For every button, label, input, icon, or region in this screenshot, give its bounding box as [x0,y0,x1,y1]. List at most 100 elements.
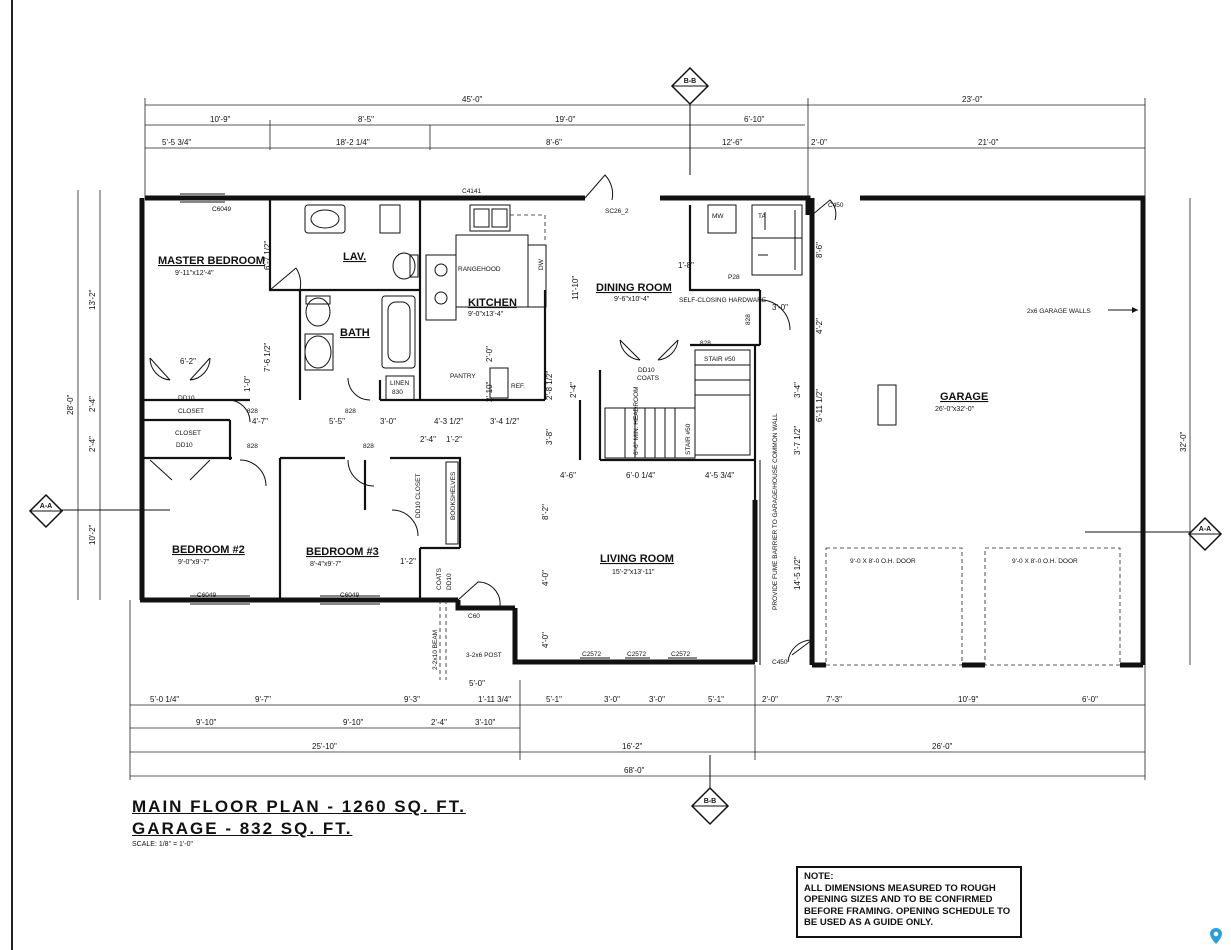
section-label-aa-right: A-A [1199,526,1211,533]
dim-bottom-3c: 26'-0" [932,742,953,751]
window-label-garage-bottom: C450 [772,659,788,666]
room-size-kitchen: 9'-0"x13'-4" [468,311,504,318]
door-label-e: 828 [700,340,711,347]
window-label-kitchen: C4141 [462,188,482,195]
bookshelves-label: BOOKSHELVES [450,471,457,520]
room-name-master: MASTER BEDROOM [158,255,265,267]
dim-left-overall: 28'-0" [66,394,75,415]
dim-inner-2: 7'-6 1/2" [263,343,272,372]
section-label-aa-left: A-A [40,503,52,510]
garage-title: GARAGE - 832 SQ. FT. [132,819,353,838]
dim-top-row2-e: 2'-0" [811,138,827,147]
rangehood-label: RANGEHOOD [458,266,501,273]
dim-left-top: 13'-2" [88,289,97,310]
dim-left-a: 2'-4" [88,396,97,412]
dim-left-b: 2'-4" [88,436,97,452]
pocket-door-label: P28 [728,274,740,281]
note-text: ALL DIMENSIONS MEASURED TO ROUGH OPENING… [804,882,1011,929]
note-heading: NOTE: [804,871,834,882]
dim-inner-6: 4'-7" [252,417,268,426]
dim-inner-10: 3'-4 1/2" [490,417,519,426]
linen-label: LINEN [390,380,409,387]
dim-bottom-3b: 16'-2" [622,742,643,751]
dim-right-a: 8'-6" [815,242,824,258]
note-box: NOTE: ALL DIMENSIONS MEASURED TO ROUGH O… [796,866,1022,938]
section-marker-bb-top: B-B [670,66,710,106]
room-name-living: LIVING ROOM [600,553,674,565]
title-block: MAIN FLOOR PLAN - 1260 SQ. FT. GARAGE - … [132,796,466,848]
dim-bottom-1g: 3'-0" [649,695,665,704]
room-size-living: 15'-2"x13'-11" [612,569,655,576]
dim-top-row2-f: 21'-0" [978,138,999,147]
section-label-bb-top: B-B [684,78,696,85]
dim-overall-garage: 23'-0" [962,95,983,104]
window-label-bed2: C6049 [197,592,217,599]
room-size-garage: 26'-0"x32'-0" [935,406,975,413]
dim-overall-house: 45'-0" [462,95,483,104]
door-type-bed2-closet: DD10 [176,442,193,449]
windows [180,193,697,659]
dim-bottom-1k: 10'-9" [958,695,979,704]
beam-label: 2-2x10 BEAM [432,630,439,670]
dim-bottom-1j: 7'-3" [826,695,842,704]
dim-inner-17: 8'-2" [541,504,550,520]
dim-bottom-2c: 2'-4" [431,718,447,727]
dim-inner-4: 2'-0" [485,346,494,362]
map-pin-icon[interactable] [1210,928,1222,944]
fire-barrier-label: PROVIDE FUME BARRIER TO GARAGE/HOUSE COM… [772,413,779,610]
dim-top-row1-b: 8'-5" [358,115,374,124]
dim-bottom-1d: 1'-11 3/4" [478,695,511,704]
dim-right-garage: 32'-0" [1179,431,1188,452]
window-label-master: C6049 [212,206,232,213]
section-lines [60,100,1190,790]
linen-door-label: 830 [392,389,403,396]
dimensions-top: 45'-0" 23'-0" 10'-9" 8'-5" 19'-0" 6'-10"… [162,95,999,147]
dim-inner-18: 4'-0" [541,570,550,586]
room-size-bed2: 9'-0"x9'-7" [178,559,210,566]
dim-left-bottom: 10'-2" [88,524,97,545]
dim-right-b: 4'-2" [815,318,824,334]
room-name-bed2: BEDROOM #2 [172,544,245,556]
dim-inner-9: 4'-3 1/2" [434,417,463,426]
dim-entry: 5'-0" [469,679,485,688]
dim-inner-12: 2'-4" [569,382,578,398]
room-labels: MASTER BEDROOM 9'-11"x12'-4" LAV. BATH K… [158,251,988,576]
overhead-door-label-2: 9'-0 X 8'-0 O.H. DOOR [1012,558,1078,565]
dim-inner-5: 1'-0" [243,376,252,392]
dim-bottom-1a: 5'-0 1/4" [150,695,179,704]
dim-bottom-1l: 6'-0" [1082,695,1098,704]
stairs [604,349,751,459]
dim-inner-25: 6'-2" [180,357,196,366]
room-size-dining: 9'-6"x10'-4" [614,296,650,303]
dimensions-interior: 6'-7 1/2" 7'-6 1/2" 11'-10" 2'-0" 1'-0" … [180,241,788,648]
dim-inner-13: 3'-8" [545,429,554,445]
dim-bottom-1f: 3'-0" [604,695,620,704]
room-name-lav: LAV. [343,251,366,263]
dim-bottom-2b: 9'-10" [343,718,364,727]
exterior-walls [139,195,1146,668]
dim-top-row1-c: 19'-0" [555,115,576,124]
dim-inner-26: 1'-2" [400,557,416,566]
door-label-b: 828 [345,408,356,415]
stair-label: STAIR #50 [704,356,736,363]
dim-right-c: 3'-4" [793,382,802,398]
room-size-master: 9'-11"x12'-4" [175,270,214,277]
door-swings [149,174,837,663]
dim-right-d: 6'-11 1/2" [815,389,824,422]
washer-label: MW [712,213,724,220]
window-label-living-b: C2572 [627,651,647,658]
dim-bottom-1i: 2'-0" [762,695,778,704]
dim-inner-16: 4'-5 3/4" [705,471,734,480]
room-name-kitchen: KITCHEN [468,297,517,309]
dimensions-side: 13'-2" 28'-0" 10'-2" 2'-4" 2'-4" 32'-0" … [66,242,1188,590]
window-label-living-a: C2572 [582,651,602,658]
window-label-living-c: C2572 [671,651,691,658]
pantry-label: PANTRY [450,373,476,380]
window-label-bed3: C6049 [340,592,360,599]
dim-inner-23: 3'-0" [772,303,788,312]
dimensions-bottom: 5'-0 1/4" 9'-7" 9'-3" 1'-11 3/4" 5'-1" 3… [150,679,1098,775]
section-marker-aa-left: A-A [28,493,64,529]
closet-label-master: CLOSET [178,408,204,415]
interior-walls [142,198,762,600]
